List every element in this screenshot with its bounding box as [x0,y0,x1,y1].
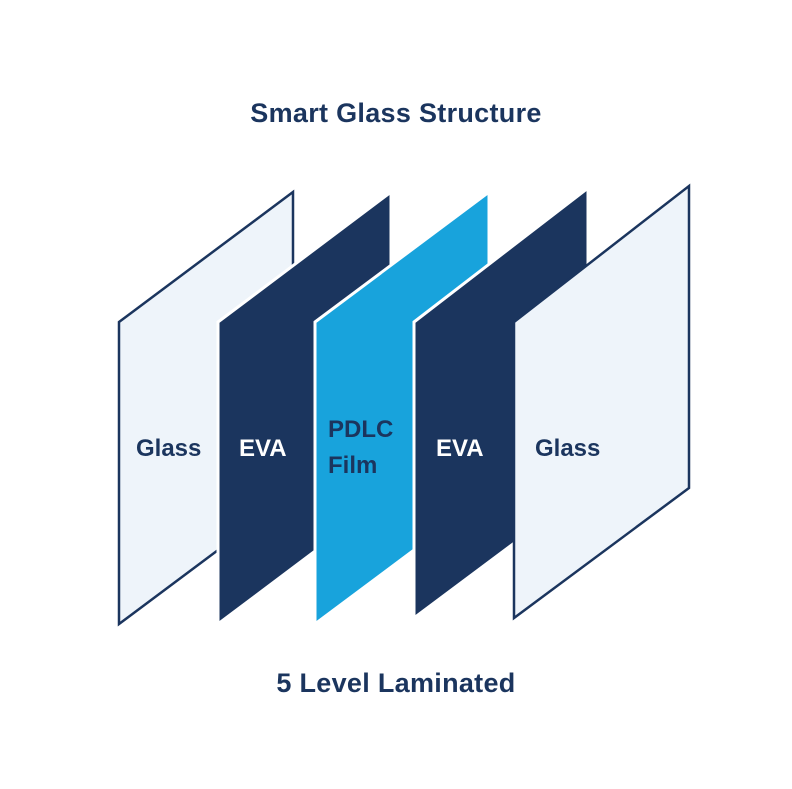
glass-layer-back-panel [512,183,691,621]
glass-layer-back-label: Glass [535,435,600,462]
diagram-subtitle: 5 Level Laminated [276,668,516,698]
pdlc-film-layer-label: Film [328,452,377,479]
glass-layer-front-label: Glass [136,435,201,462]
eva-layer-back-label: EVA [436,435,484,462]
diagram-title: Smart Glass Structure [250,98,542,128]
eva-layer-front-label: EVA [239,435,287,462]
pdlc-film-layer-label: PDLC [328,416,393,443]
